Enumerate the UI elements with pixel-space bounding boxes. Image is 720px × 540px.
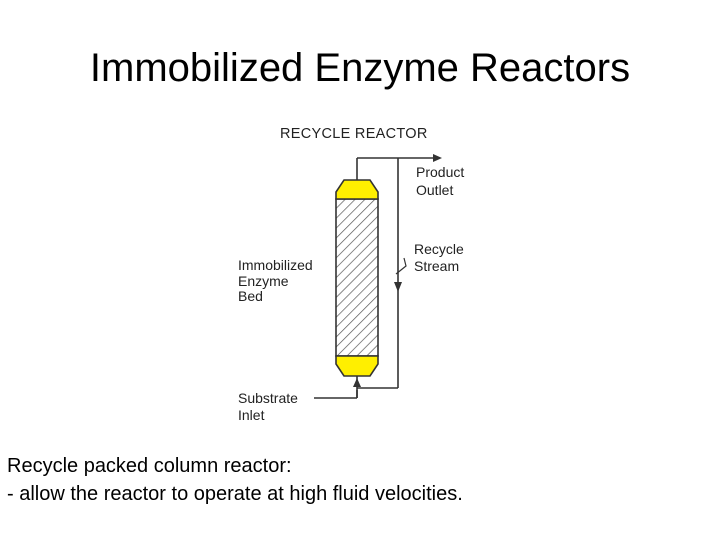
slide-title: Immobilized Enzyme Reactors [89, 46, 631, 90]
recycle-reactor-diagram: RECYCLE REACTOR Product Outlet Recycle S… [230, 116, 490, 430]
product-outlet-arrow [433, 154, 442, 162]
recycle-stream-label-2: Stream [414, 258, 459, 274]
caption: Recycle packed column reactor: - allow t… [7, 452, 713, 508]
substrate-inlet-label-1: Substrate [238, 390, 298, 406]
top-end-cap [335, 179, 379, 200]
inlet-arrow-up [353, 378, 361, 387]
product-outlet-label-2: Outlet [416, 182, 453, 198]
enzyme-bed-label-1: Immobilized [238, 257, 313, 273]
bottom-end-cap [335, 355, 379, 377]
caption-line-2: - allow the reactor to operate at high f… [7, 483, 463, 505]
recycle-stream-label-1: Recycle [414, 241, 464, 257]
caption-line-1: Recycle packed column reactor: [7, 455, 292, 477]
enzyme-bed [335, 198, 379, 357]
enzyme-bed-label-2: Enzyme [238, 273, 289, 289]
recycle-stream-leader [395, 257, 407, 275]
recycle-stream-arrow [394, 282, 402, 292]
product-outlet-label-1: Product [416, 164, 464, 180]
diagram-heading: RECYCLE REACTOR [280, 126, 428, 142]
substrate-inlet-label-2: Inlet [238, 407, 265, 423]
enzyme-bed-label-3: Bed [238, 288, 263, 304]
